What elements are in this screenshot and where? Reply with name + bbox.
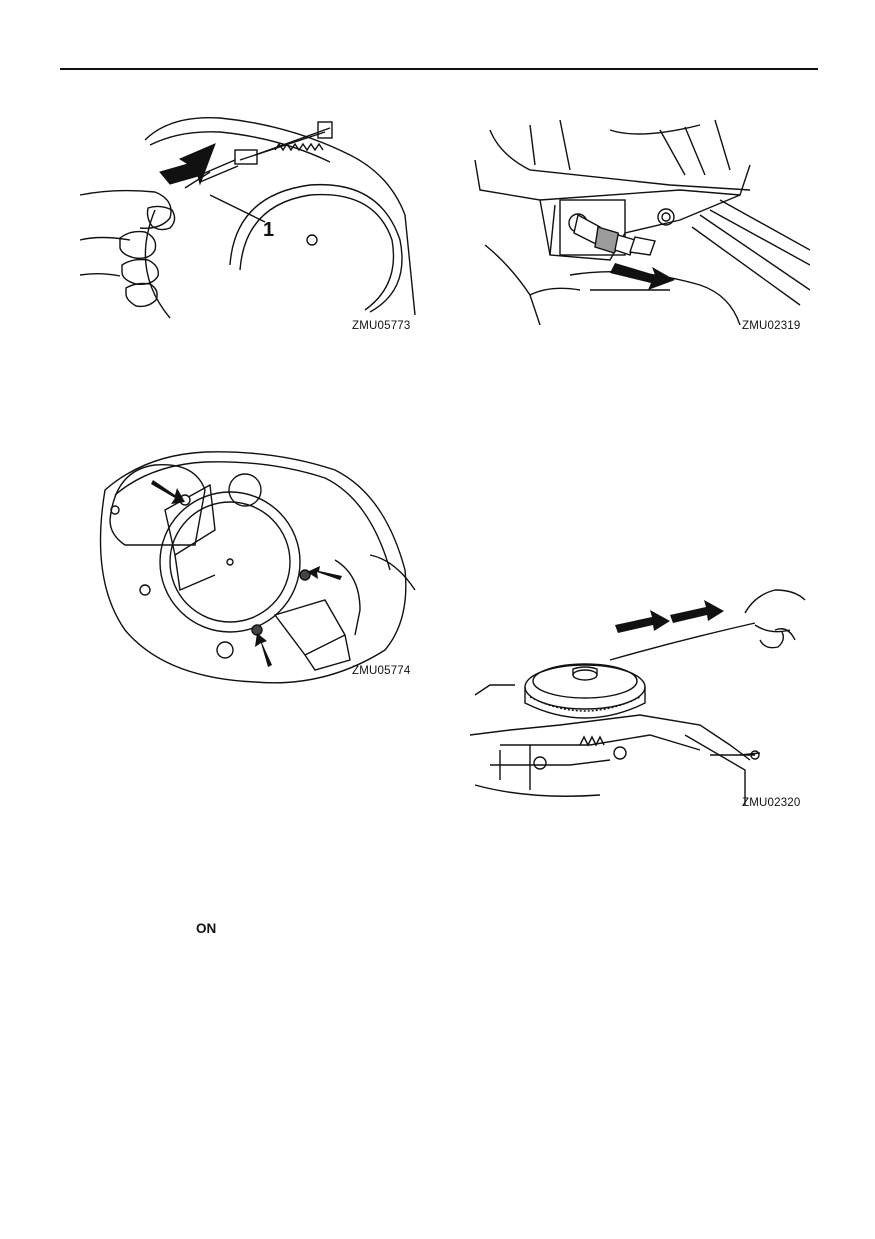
figure-caption: ZMU02320 — [742, 797, 801, 809]
figure-caption: ZMU02319 — [742, 320, 801, 332]
figure-starter-pull-illustration — [470, 589, 806, 805]
figure-starter-pull — [470, 585, 810, 810]
figure-cable-removal: 1 — [60, 100, 420, 320]
header-rule — [60, 68, 818, 70]
on-label: ON — [196, 921, 217, 936]
figure-caption: ZMU05773 — [352, 320, 411, 332]
callout-1: 1 — [263, 219, 274, 241]
figure-top-view-bolts — [85, 450, 420, 690]
figure-cable-removal-illustration: 1 — [79, 116, 416, 319]
figure-caption: ZMU05774 — [352, 665, 411, 677]
figure-connector-removal-illustration — [474, 119, 810, 325]
figure-connector-removal — [470, 115, 810, 325]
figure-top-view-illustration — [99, 451, 416, 684]
